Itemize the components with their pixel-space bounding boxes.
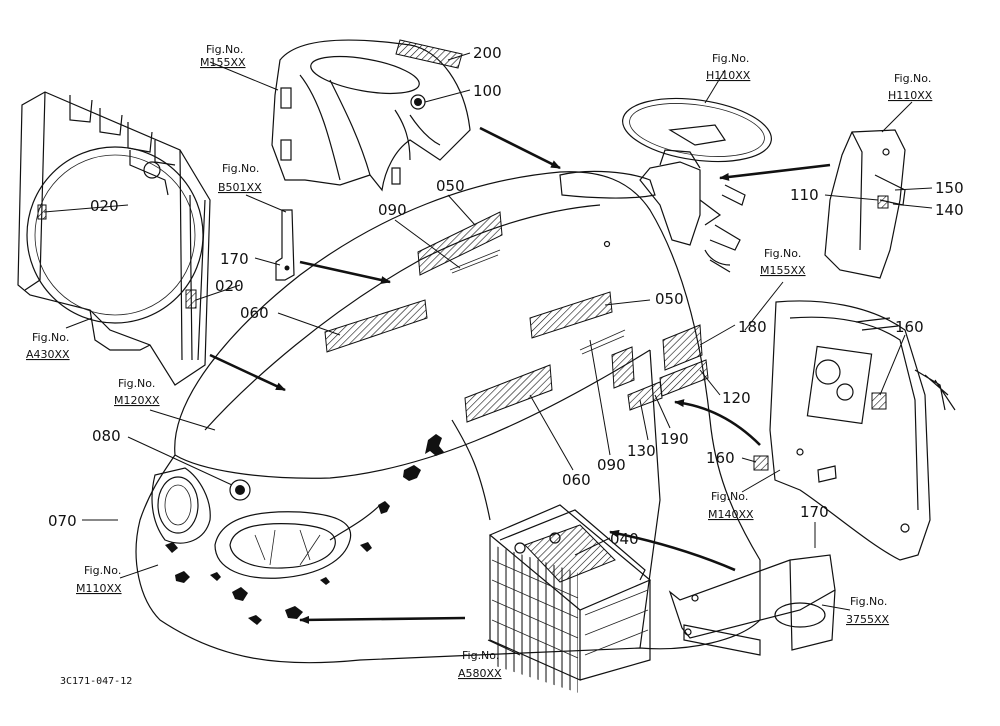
fig-ref-h110-steering: Fig.No. H110XX [706, 52, 751, 82]
svg-text:Fig.No.: Fig.No. [84, 564, 121, 577]
callout-170-left: 170 [220, 250, 249, 268]
svg-text:M120XX: M120XX [114, 394, 160, 407]
steering-cover [824, 129, 906, 279]
svg-text:Fig.No.: Fig.No. [712, 52, 749, 65]
callout-150: 150 [935, 179, 964, 197]
svg-text:Fig.No.: Fig.No. [206, 43, 243, 56]
fig-ref-3755: Fig.No. 3755XX [846, 595, 890, 626]
svg-text:M155XX: M155XX [200, 56, 246, 69]
svg-text:M140XX: M140XX [708, 508, 754, 521]
fig-ref-m110: Fig.No. M110XX [76, 564, 122, 595]
svg-text:Fig.No.: Fig.No. [462, 649, 499, 662]
svg-text:Fig.No.: Fig.No. [850, 595, 887, 608]
figure-references: Fig.No. M155XX Fig.No. B501XX Fig.No. A4… [26, 43, 933, 680]
fig-ref-m155-top: Fig.No. M155XX [200, 43, 246, 69]
callout-190: 190 [660, 430, 689, 448]
main-hood-body [135, 97, 772, 664]
fig-ref-h110-cover: Fig.No. H110XX [888, 72, 933, 102]
callout-060-side: 060 [562, 471, 591, 489]
svg-text:M110XX: M110XX [76, 582, 122, 595]
battery [488, 504, 652, 693]
svg-text:Fig.No.: Fig.No. [118, 377, 155, 390]
fig-ref-m140: Fig.No. M140XX [708, 490, 754, 521]
callout-100: 100 [473, 82, 502, 100]
callout-110: 110 [790, 186, 819, 204]
callout-090-top: 090 [378, 201, 407, 219]
assembly-arrows [209, 126, 831, 624]
callout-070: 070 [48, 512, 77, 530]
svg-text:M155XX: M155XX [760, 264, 806, 277]
fig-ref-m155-right: Fig.No. M155XX [760, 247, 806, 277]
callout-140: 140 [935, 201, 964, 219]
dash-panel [753, 300, 956, 561]
bracket-b501 [275, 209, 295, 281]
callout-060-left: 060 [240, 304, 269, 322]
fig-ref-m120: Fig.No. M120XX [114, 377, 160, 407]
drawing-number: 3C171-047-12 [60, 676, 132, 687]
svg-text:H110XX: H110XX [706, 69, 751, 82]
callout-160-decal: 160 [706, 449, 735, 467]
callout-050-side: 050 [655, 290, 684, 308]
svg-text:Fig.No.: Fig.No. [764, 247, 801, 260]
callout-050-top: 050 [436, 177, 465, 195]
hood-cover [271, 39, 471, 192]
svg-text:Fig.No.: Fig.No. [894, 72, 931, 85]
svg-text:Fig.No.: Fig.No. [711, 490, 748, 503]
battery-bracket [668, 554, 836, 656]
callout-090-side: 090 [597, 456, 626, 474]
callout-170-bracket: 170 [800, 503, 829, 521]
callout-080: 080 [92, 427, 121, 445]
callout-160-panel: 160 [895, 318, 924, 336]
callout-130: 130 [627, 442, 656, 460]
svg-text:3755XX: 3755XX [846, 613, 890, 626]
callouts: 200 100 050 090 170 020 020 060 050 180 … [48, 44, 964, 548]
svg-text:A580XX: A580XX [458, 667, 502, 680]
callout-020-radiator: 020 [90, 197, 119, 215]
leader-lines [43, 52, 933, 656]
callout-180: 180 [738, 318, 767, 336]
svg-text:B501XX: B501XX [218, 181, 262, 194]
svg-text:Fig.No.: Fig.No. [222, 162, 259, 175]
svg-text:A430XX: A430XX [26, 348, 70, 361]
fig-ref-a430: Fig.No. A430XX [26, 331, 70, 361]
callout-040: 040 [610, 530, 639, 548]
fig-ref-b501: Fig.No. B501XX [218, 162, 262, 194]
svg-text:Fig.No.: Fig.No. [32, 331, 69, 344]
callout-120: 120 [722, 389, 751, 407]
fig-ref-a580: Fig.No. A580XX [458, 649, 502, 680]
callout-200: 200 [473, 44, 502, 62]
callout-020-side: 020 [215, 277, 244, 295]
svg-text:H110XX: H110XX [888, 89, 933, 102]
